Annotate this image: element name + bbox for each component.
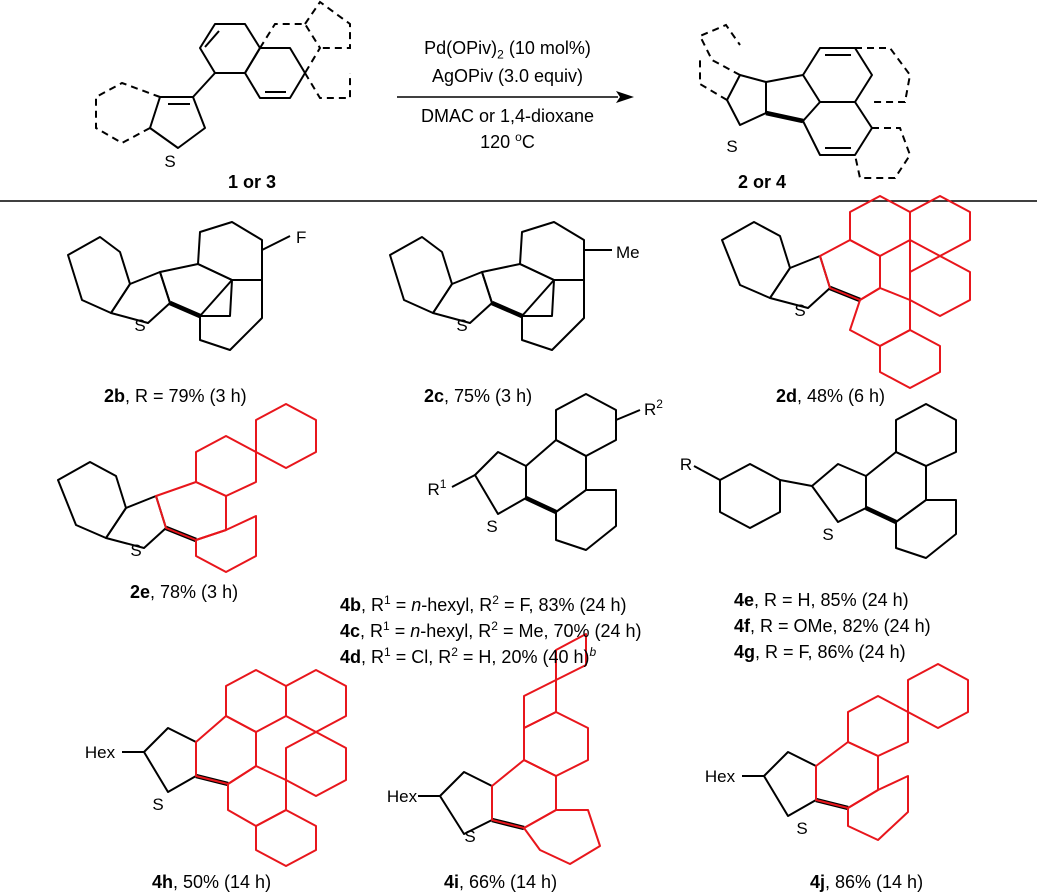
- entry-4j: 4j, 86% (14 h): [810, 872, 924, 892]
- entry-2e: 2e, 78% (3 h): [130, 582, 239, 602]
- r2-label: R2: [644, 397, 663, 419]
- entry-4i: 4i, 66% (14 h): [444, 872, 558, 892]
- reaction-arrow-head: [616, 91, 634, 103]
- reaction-conditions: Pd(OPiv)2 (10 mol%) AgOPiv (3.0 equiv): [400, 38, 615, 87]
- sulfur-label-2c: S: [456, 316, 467, 335]
- structure-4j: Hex S: [705, 663, 969, 841]
- product-sulfur-atom: S: [726, 137, 737, 156]
- entry-4b: 4b, R1 = n-hexyl, R2 = F, 83% (24 h): [340, 593, 627, 615]
- entry-4h: 4h, 50% (14 h): [152, 872, 272, 892]
- sulfur-label-4j: S: [796, 819, 807, 838]
- hex-label-4i: Hex: [387, 787, 418, 806]
- reactant-label: 1 or 3: [228, 172, 277, 192]
- sulfur-label-4i: S: [464, 827, 475, 846]
- structure-2c: Me S: [389, 221, 640, 351]
- sulfur-label-2d: S: [794, 301, 805, 320]
- r-label-4efg: R: [680, 455, 692, 474]
- solvent-line: DMAC or 1,4-dioxane: [420, 106, 595, 126]
- sulfur-label-4h: S: [152, 795, 163, 814]
- entry-4d: 4d, R1 = Cl, R2 = H, 20% (40 h)b: [340, 645, 597, 667]
- structure-4h: Hex S: [85, 669, 347, 867]
- reaction-solvent-temperature: DMAC or 1,4-dioxane 120 oC: [400, 106, 615, 153]
- temperature-line: 120 oC: [480, 130, 535, 152]
- structure-4i: Hex S: [387, 633, 601, 865]
- entry-4c: 4c, R1 = n-hexyl, R2 = Me, 70% (24 h): [340, 619, 642, 641]
- hex-label-4h: Hex: [85, 743, 116, 762]
- entry-4f: 4f, R = OMe, 82% (24 h): [734, 616, 931, 636]
- entry-4g: 4g, R = F, 86% (24 h): [734, 642, 906, 662]
- oxidant-line: AgOPiv (3.0 equiv): [431, 65, 584, 86]
- hex-label-4j: Hex: [705, 767, 736, 786]
- structure-4bcd: R1 R2 S: [428, 393, 663, 551]
- reactant-sulfur-atom: S: [164, 152, 175, 171]
- sulfur-label-2b: S: [134, 316, 145, 335]
- r1-label: R1: [428, 477, 447, 499]
- product-label: 2 or 4: [738, 172, 787, 192]
- reactant-structure: S: [95, 0, 351, 171]
- entry-4e: 4e, R = H, 85% (24 h): [734, 590, 909, 610]
- sulfur-label-4bcd: S: [486, 517, 497, 536]
- product-structure: S: [698, 23, 912, 179]
- methyl-label-2c: Me: [616, 243, 640, 262]
- catalyst-line: Pd(OPiv)2 (10 mol%): [424, 38, 591, 62]
- structure-2e: S: [57, 403, 317, 573]
- entry-2b: 2b, R = 79% (3 h): [104, 386, 247, 406]
- sulfur-label-2e: S: [130, 541, 141, 560]
- structure-4efg: R S: [680, 403, 957, 559]
- entry-2d: 2d, 48% (6 h): [776, 386, 886, 406]
- fluorine-label: F: [296, 228, 306, 247]
- structure-2b: F S: [67, 221, 306, 351]
- structure-2d: S: [721, 195, 971, 389]
- entry-2c: 2c, 75% (3 h): [424, 386, 533, 406]
- sulfur-label-4efg: S: [822, 525, 833, 544]
